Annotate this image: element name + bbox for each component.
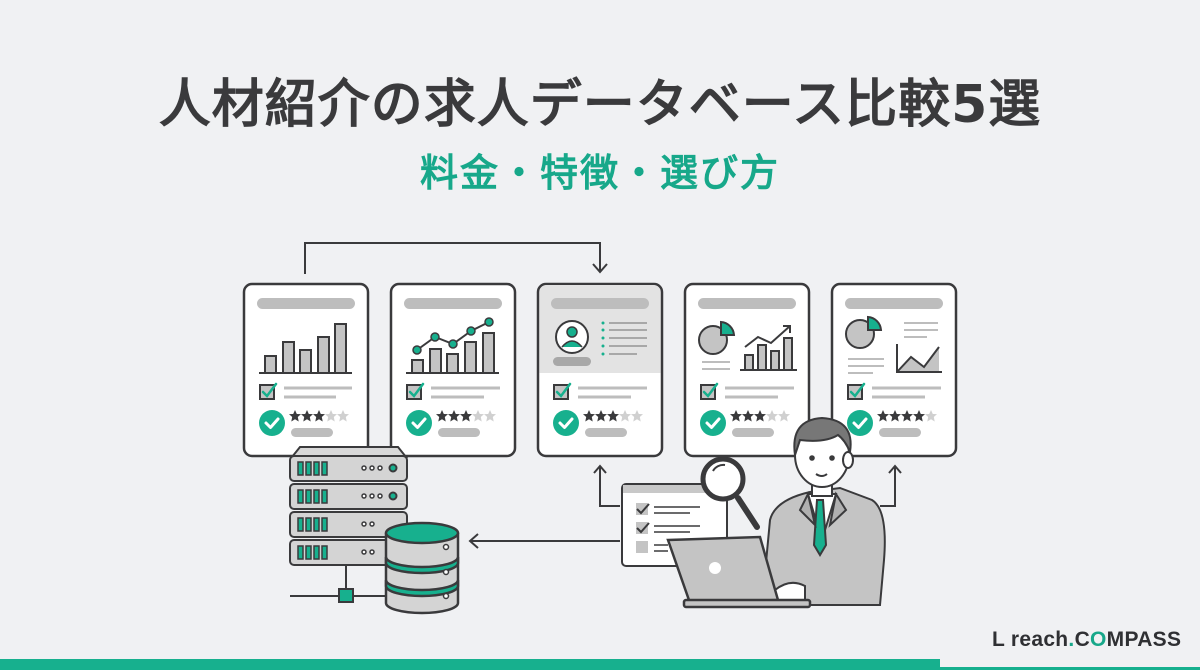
bottom-accent-bar <box>0 659 940 670</box>
card-2 <box>389 282 517 458</box>
brand-logo: L reach.COMPASS <box>992 628 1181 652</box>
laptop-icon <box>666 535 812 609</box>
compass-icon: O <box>1090 628 1107 651</box>
logo-dot: . <box>1068 628 1075 651</box>
card-4 <box>683 282 811 458</box>
flow-arrow-top <box>304 242 608 274</box>
server-rack-icon <box>289 446 409 603</box>
logo-text: L reach <box>992 628 1069 651</box>
businessman-illustration <box>760 416 886 606</box>
card-1 <box>242 282 370 458</box>
logo-letter-c: C <box>1074 628 1091 651</box>
card-3 <box>536 282 664 458</box>
page-title: 人材紹介の求人データベース比較5選 <box>158 75 1042 135</box>
card-5 <box>830 282 958 458</box>
flow-arrows-bottom <box>468 464 902 549</box>
bottom-accent-bar-right <box>940 667 1200 670</box>
database-icon <box>384 521 460 615</box>
logo-text-rest: MPASS <box>1106 628 1182 651</box>
magnifier-icon <box>700 456 760 530</box>
page-subtitle: 料金・特徴・選び方 <box>419 151 780 195</box>
